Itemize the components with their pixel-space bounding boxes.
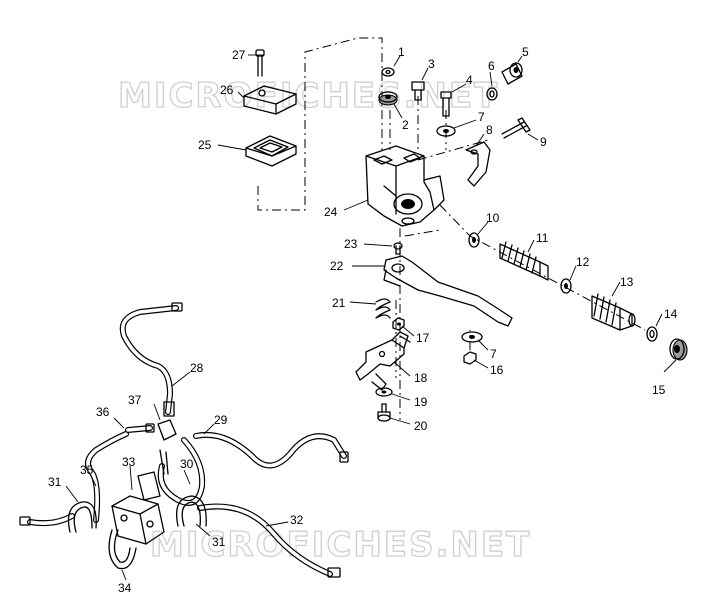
callout-29: 29 bbox=[214, 413, 228, 427]
watermark-top: MICROFICHES.NET bbox=[118, 76, 499, 116]
callout-31-right: 31 bbox=[212, 535, 226, 549]
reservoir-cover bbox=[243, 85, 297, 115]
pivot-parts bbox=[393, 242, 403, 255]
callout-30: 30 bbox=[180, 457, 194, 471]
callout-18: 18 bbox=[414, 371, 428, 385]
callout-31-left: 31 bbox=[48, 475, 62, 489]
callout-7-lower: 7 bbox=[490, 347, 497, 361]
diaphragm bbox=[245, 135, 297, 167]
screw-20 bbox=[377, 403, 391, 422]
piston-13 bbox=[591, 293, 636, 331]
callout-28: 28 bbox=[190, 361, 204, 375]
callout-11: 11 bbox=[536, 231, 549, 245]
top-hardware bbox=[378, 62, 531, 187]
washer-19 bbox=[375, 387, 393, 397]
brake-hoses bbox=[19, 302, 349, 578]
washer-10 bbox=[468, 232, 480, 248]
callout-12: 12 bbox=[576, 255, 590, 269]
leader-lines bbox=[65, 54, 677, 581]
nut-17 bbox=[392, 317, 405, 331]
boot-11 bbox=[499, 241, 549, 281]
callout-3: 3 bbox=[428, 57, 435, 71]
callout-33: 33 bbox=[122, 455, 136, 469]
callout-1: 1 bbox=[398, 45, 405, 59]
callout-25: 25 bbox=[198, 138, 212, 152]
washer-7-lower bbox=[461, 331, 483, 343]
cover-screw bbox=[255, 49, 265, 77]
callout-22: 22 bbox=[330, 259, 344, 273]
callout-21: 21 bbox=[332, 296, 346, 310]
callout-8: 8 bbox=[486, 123, 493, 137]
callout-23: 23 bbox=[344, 237, 358, 251]
callout-20: 20 bbox=[414, 419, 428, 433]
lever-spring bbox=[375, 298, 391, 319]
callout-5: 5 bbox=[522, 45, 529, 59]
callout-37: 37 bbox=[128, 393, 142, 407]
callout-13: 13 bbox=[620, 275, 634, 289]
callout-36: 36 bbox=[96, 405, 110, 419]
washer-12 bbox=[560, 278, 572, 294]
callout-19: 19 bbox=[414, 395, 428, 409]
callout-labels: 1 2 3 4 5 6 7 8 9 10 11 12 13 14 15 16 1… bbox=[48, 45, 678, 595]
callout-34: 34 bbox=[118, 581, 132, 595]
callout-16: 16 bbox=[490, 363, 504, 377]
callout-27: 27 bbox=[232, 48, 246, 62]
callout-2: 2 bbox=[402, 118, 409, 132]
brake-lever bbox=[383, 255, 513, 327]
switch-bracket bbox=[355, 331, 411, 391]
hose-clamps bbox=[67, 495, 207, 533]
callout-24: 24 bbox=[324, 205, 338, 219]
callout-35: 35 bbox=[80, 463, 94, 477]
callout-14: 14 bbox=[664, 307, 678, 321]
watermark-bottom: MICROFICHES.NET bbox=[150, 525, 531, 565]
callout-32: 32 bbox=[290, 513, 304, 527]
callout-4: 4 bbox=[466, 73, 473, 87]
nut-16 bbox=[463, 351, 477, 365]
callout-6: 6 bbox=[488, 59, 495, 73]
callout-17: 17 bbox=[416, 331, 430, 345]
seal-14 bbox=[646, 326, 658, 342]
master-cylinder-body bbox=[365, 145, 445, 227]
callout-9: 9 bbox=[540, 135, 547, 149]
callout-26: 26 bbox=[220, 83, 234, 97]
callout-7-upper: 7 bbox=[478, 110, 485, 124]
callout-15: 15 bbox=[652, 383, 666, 397]
switch-block bbox=[108, 419, 177, 570]
callout-10: 10 bbox=[486, 211, 500, 225]
cap-15 bbox=[669, 338, 688, 361]
